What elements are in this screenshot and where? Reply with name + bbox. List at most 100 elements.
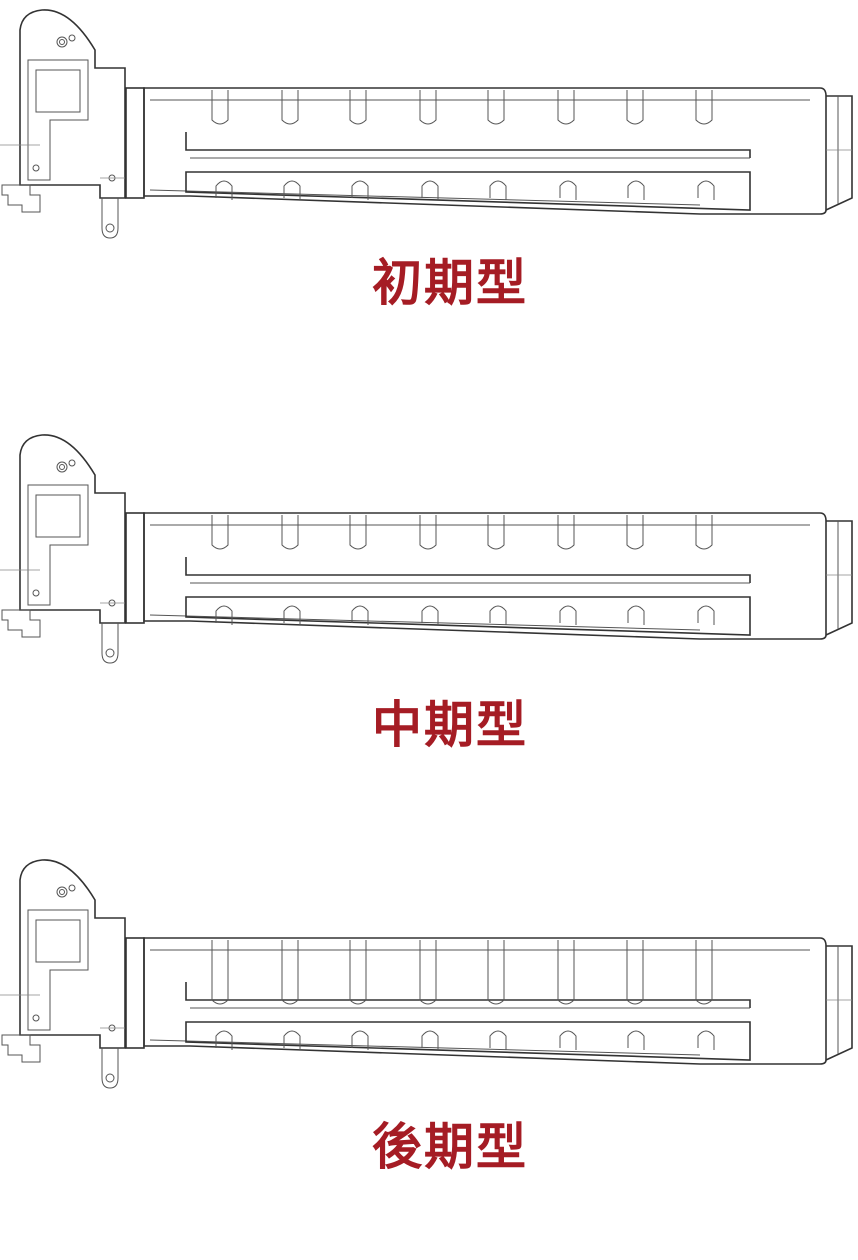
- barrel-slot-upper: [185, 132, 751, 158]
- handguard-body: [143, 937, 827, 1065]
- lower-cooling-slot: [627, 1030, 645, 1050]
- upper-cooling-slot: [211, 940, 229, 1005]
- lower-cooling-slot: [215, 605, 233, 625]
- mount-tab-left: [1, 184, 41, 213]
- sling-loop-hole: [105, 648, 115, 658]
- lower-cooling-slot: [351, 1030, 369, 1050]
- pin-hole: [68, 459, 76, 467]
- barrel-slot-upper: [185, 982, 751, 1008]
- drawing-panel-mid: 中期型: [0, 425, 858, 835]
- pin-hole: [68, 884, 76, 892]
- upper-cooling-slot: [626, 515, 644, 550]
- adapter-window: [27, 909, 89, 1031]
- lower-taper-line: [149, 1039, 701, 1056]
- sling-loop: [101, 623, 119, 664]
- line-drawing-late: [0, 859, 853, 1089]
- upper-cooling-slot: [349, 90, 367, 125]
- upper-cooling-slot: [626, 940, 644, 1005]
- pivot-hole: [56, 36, 68, 48]
- stock-adapter-outline: [19, 859, 126, 1049]
- pivot-hole-inner: [59, 39, 65, 45]
- mount-tab-left: [1, 609, 41, 638]
- upper-cooling-slot: [487, 940, 505, 1005]
- upper-cooling-slot: [419, 515, 437, 550]
- lower-taper-line: [149, 614, 701, 631]
- variant-label-early: 初期型: [372, 254, 528, 312]
- upper-cooling-slot: [695, 90, 713, 125]
- lower-cooling-slot: [697, 180, 715, 200]
- stock-adapter-outline: [19, 434, 126, 624]
- lower-cooling-slot: [559, 1030, 577, 1050]
- lower-cooling-slot: [559, 605, 577, 625]
- upper-cooling-slot: [281, 90, 299, 125]
- lower-cooling-slot: [351, 180, 369, 200]
- lower-cooling-slot: [489, 605, 507, 625]
- lower-taper-line: [149, 189, 701, 206]
- pivot-hole: [56, 461, 68, 473]
- upper-cooling-slot: [695, 515, 713, 550]
- handguard-body: [143, 512, 827, 640]
- collar-block: [125, 512, 145, 624]
- upper-cooling-slot: [695, 940, 713, 1005]
- sling-loop-hole: [105, 223, 115, 233]
- upper-cooling-slot: [281, 515, 299, 550]
- lower-cooling-slot: [489, 1030, 507, 1050]
- front-end-cap: [825, 945, 853, 1061]
- sling-loop: [101, 1048, 119, 1089]
- upper-cooling-slot: [349, 940, 367, 1005]
- pivot-hole-inner: [59, 464, 65, 470]
- lower-cooling-slot: [215, 1030, 233, 1050]
- mount-tab-left: [1, 1034, 41, 1063]
- upper-cooling-slot: [281, 940, 299, 1005]
- upper-cooling-slot: [419, 90, 437, 125]
- lower-cooling-slot: [627, 180, 645, 200]
- upper-cooling-slot: [349, 515, 367, 550]
- upper-cooling-slot: [626, 90, 644, 125]
- adapter-inner-window: [35, 919, 81, 963]
- lower-cooling-slot: [697, 1030, 715, 1050]
- adapter-window: [27, 59, 89, 181]
- collar-block: [125, 937, 145, 1049]
- adapter-inner-window: [35, 69, 81, 113]
- variant-label-mid: 中期型: [372, 696, 528, 754]
- upper-cooling-slot: [211, 515, 229, 550]
- line-drawing-early: [0, 9, 853, 239]
- front-end-cap: [825, 95, 853, 211]
- lower-cooling-slot: [421, 180, 439, 200]
- pin-hole: [68, 34, 76, 42]
- pivot-hole-inner: [59, 889, 65, 895]
- handguard-body: [143, 87, 827, 215]
- lower-cooling-slot: [489, 180, 507, 200]
- upper-cooling-slot: [211, 90, 229, 125]
- lower-rail: [185, 1021, 751, 1061]
- sling-loop: [101, 198, 119, 239]
- lower-cooling-slot: [283, 1030, 301, 1050]
- front-end-cap: [825, 520, 853, 636]
- variant-label-late: 後期型: [372, 1118, 528, 1176]
- upper-cooling-slot: [557, 90, 575, 125]
- lower-rail: [185, 596, 751, 636]
- lower-cooling-slot: [351, 605, 369, 625]
- lower-pin-left: [32, 589, 40, 597]
- lower-cooling-slot: [283, 605, 301, 625]
- lower-cooling-slot: [283, 180, 301, 200]
- adapter-inner-window: [35, 494, 81, 538]
- pivot-hole: [56, 886, 68, 898]
- lower-cooling-slot: [215, 180, 233, 200]
- lower-cooling-slot: [627, 605, 645, 625]
- line-drawing-mid: [0, 434, 853, 664]
- drawing-panel-late: 後期型: [0, 850, 858, 1260]
- stock-adapter-outline: [19, 9, 126, 199]
- upper-cooling-slot: [557, 515, 575, 550]
- upper-cooling-slot: [557, 940, 575, 1005]
- barrel-slot-upper: [185, 557, 751, 583]
- collar-block: [125, 87, 145, 199]
- lower-cooling-slot: [559, 180, 577, 200]
- adapter-window: [27, 484, 89, 606]
- lower-cooling-slot: [421, 605, 439, 625]
- upper-cooling-slot: [419, 940, 437, 1005]
- drawing-panel-early: 初期型: [0, 0, 858, 410]
- lower-pin-left: [32, 1014, 40, 1022]
- upper-cooling-slot: [487, 515, 505, 550]
- lower-rail: [185, 171, 751, 211]
